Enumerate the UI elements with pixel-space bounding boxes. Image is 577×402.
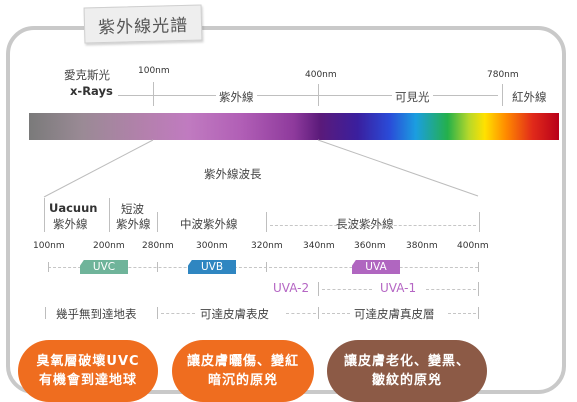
reach-dash-3 (322, 313, 350, 314)
reach-tick-left (45, 307, 46, 319)
badge-tick-uvb-end (266, 262, 267, 272)
wl-340: 340nm (303, 241, 335, 251)
wl-100: 100nm (33, 241, 65, 251)
diagram-frame (6, 26, 566, 394)
wl-400: 400nm (457, 241, 489, 251)
uvb-info-pill: 讓皮膚曬傷、變紅暗沉的原兇 (172, 340, 314, 402)
short-label-line1: 短波 (121, 202, 144, 216)
reach-dash-4 (448, 313, 476, 314)
tick-780nm-top: 780nm (487, 70, 519, 80)
tick-100nm-top: 100nm (138, 66, 170, 76)
xray-label-line1: 愛克斯光 (64, 68, 110, 82)
uva1-label: UVA-1 (380, 281, 417, 295)
uva-info-line1: 讓皮膚老化、變黑、 (343, 354, 470, 369)
short-label-line2: 紫外線 (116, 217, 151, 231)
long-label: 長波紫外線 (336, 217, 394, 231)
uva1-end-tick (478, 282, 479, 296)
band-sep-3 (266, 212, 267, 232)
wl-300: 300nm (196, 241, 228, 251)
visible-label: 可見光 (392, 89, 433, 105)
mid-label: 中波紫外線 (180, 217, 238, 231)
wl-360: 360nm (354, 241, 386, 251)
tick-400nm-top: 400nm (305, 70, 337, 80)
band-sep-right (479, 212, 480, 232)
uva-split-tick (318, 282, 319, 296)
reach-none: 幾乎無到達地表 (56, 307, 137, 321)
uvb-badge: UVB (188, 260, 236, 274)
uvc-info-line1: 臭氧層破壞UVC (36, 354, 140, 369)
uvc-info-pill: 臭氧層破壞UVC 有機會到達地球 (18, 340, 158, 402)
reach-tick-right (478, 307, 479, 319)
uvc-info-line2: 有機會到達地球 (38, 373, 137, 388)
wl-280: 280nm (142, 241, 174, 251)
top-tick-780 (502, 84, 503, 106)
reach-tick-2 (318, 307, 319, 319)
uvb-info-line2: 暗沉的原兇 (207, 373, 278, 388)
badge-tick-right (478, 262, 479, 272)
top-axis-line (118, 95, 498, 96)
uva1-dash-right (426, 289, 476, 290)
uva2-label: UVA-2 (273, 281, 310, 295)
vacuum-label-line2: 紫外線 (53, 217, 88, 231)
spectrum-bar (29, 113, 559, 140)
band-sep-left (44, 198, 45, 232)
reach-tick-1 (157, 307, 158, 319)
reach-dermis: 可達皮膚真皮層 (354, 307, 435, 321)
long-dash (270, 225, 476, 226)
top-tick-100 (153, 82, 154, 106)
band-sep-1 (109, 198, 110, 232)
reach-epidermis: 可達皮膚表皮 (200, 307, 269, 321)
wl-380: 380nm (406, 241, 438, 251)
wl-320: 320nm (251, 241, 283, 251)
uva1-dash-left (322, 289, 372, 290)
uv-wavelength-label: 紫外線波長 (204, 167, 262, 181)
badge-tick-left (48, 262, 49, 272)
ir-label: 紅外線 (512, 90, 547, 104)
vacuum-label-line1: Uacuun (49, 201, 98, 215)
wl-200: 200nm (93, 241, 125, 251)
reach-dash-1 (161, 313, 195, 314)
uva-badge: UVA (352, 260, 400, 274)
badge-tick-uvc-end (157, 262, 158, 272)
uvc-badge: UVC (80, 260, 128, 274)
band-sep-2 (157, 212, 158, 232)
top-tick-400 (318, 84, 319, 106)
uva-info-pill: 讓皮膚老化、變黑、皺紋的原兇 (327, 340, 487, 402)
uva-info-line2: 皺紋的原兇 (371, 373, 442, 388)
xray-label-line2: x-Rays (70, 84, 113, 98)
uvb-info-line1: 讓皮膚曬傷、變紅 (186, 354, 299, 369)
uv-label: 紫外線 (216, 89, 257, 105)
badge-row-dash (48, 267, 478, 268)
reach-dash-2 (286, 313, 316, 314)
